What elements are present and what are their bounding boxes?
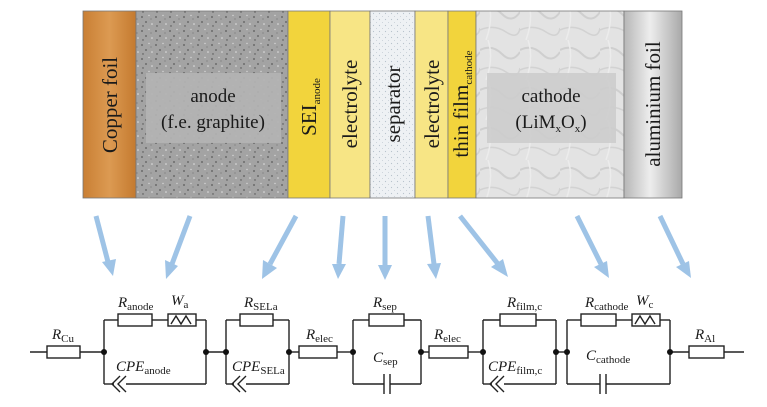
cpe-anode-symbol — [111, 375, 127, 393]
sei-anode-layer — [287, 10, 331, 199]
node-sep-right — [418, 349, 424, 355]
cathode-label: cathode — [521, 86, 580, 107]
resistor-r-elec-2 — [428, 345, 469, 359]
anode-sublabel: (f.e. graphite) — [161, 112, 265, 133]
label-r-sep: Rsep — [372, 295, 397, 313]
resistor-r-sela — [239, 313, 274, 327]
node-sei-right — [286, 349, 292, 355]
electrolyte-left-layer — [329, 10, 371, 199]
copper-foil-layer — [82, 10, 137, 199]
resistor-r-al — [688, 345, 725, 359]
arrow-head-2 — [165, 260, 178, 279]
resistor-r-cu — [46, 345, 81, 359]
label-r-sela: RSELa — [243, 295, 278, 313]
arrow-head-1 — [102, 259, 116, 276]
label-w-c: Wc — [636, 293, 654, 311]
electrolyte-left-label: electrolyte — [338, 60, 362, 149]
label-r-elec-2: Relec — [433, 327, 461, 345]
label-r-cathode: Rcathode — [584, 295, 628, 313]
battery-layer-stack: Copper foil SEIanode electrolyte separat… — [82, 10, 683, 199]
label-cpe-sela: CPESELa — [232, 359, 285, 377]
copper-foil-label: Copper foil — [98, 57, 122, 153]
warburg-w-a — [167, 313, 197, 327]
electrolyte-right-label: electrolyte — [420, 60, 444, 149]
aluminium-foil-layer — [623, 10, 683, 199]
arrow-head-9 — [676, 261, 691, 278]
label-r-elec-1: Relec — [305, 327, 333, 345]
label-cpe-film-c: CPEfilm,c — [488, 359, 542, 377]
resistor-r-sep — [368, 313, 405, 327]
mapping-arrows — [93, 214, 691, 280]
cathode-label-box — [487, 73, 616, 143]
separator-label: separator — [381, 66, 405, 143]
label-cpe-anode: CPEanode — [116, 359, 171, 377]
label-c-sep: Csep — [373, 350, 398, 368]
resistor-r-anode — [117, 313, 153, 327]
resistor-r-cathode — [580, 313, 617, 327]
label-r-film-c: Rfilm,c — [506, 295, 542, 313]
node-anode-right — [203, 349, 209, 355]
label-r-cu: RCu — [51, 327, 75, 345]
node-cathode-left — [564, 349, 570, 355]
thin-film-cathode-label: thin filmcathode — [449, 50, 475, 157]
label-r-al: RAl — [694, 327, 715, 345]
label-r-anode: Ranode — [117, 295, 154, 313]
aluminium-foil-label: aluminium foil — [641, 41, 665, 167]
node-cathode-right — [667, 349, 673, 355]
arrow-head-7 — [491, 259, 508, 277]
arrow-head-4 — [332, 264, 346, 279]
resistor-r-film-c — [499, 313, 537, 327]
anode-label-box — [146, 73, 281, 143]
node-film-right — [553, 349, 559, 355]
warburg-w-c — [631, 313, 661, 327]
resistor-r-elec-1 — [298, 345, 338, 359]
cpe-sela-symbol — [231, 375, 247, 393]
electrolyte-right-layer — [414, 10, 449, 199]
cpe-film-c-symbol — [489, 375, 505, 393]
arrow-head-8 — [594, 261, 609, 278]
label-w-a: Wa — [171, 293, 189, 311]
label-c-cathode: Ccathode — [586, 348, 630, 366]
node-sep-left — [350, 349, 356, 355]
equivalent-circuit: RCu Ranode Wa CPEanode RSELa CPESELa R — [30, 293, 744, 394]
anode-label: anode — [190, 86, 235, 107]
arrow-head-6 — [427, 263, 441, 279]
sei-anode-label: SEIanode — [297, 78, 323, 136]
arrow-head-5 — [378, 265, 392, 280]
thin-film-cathode-layer — [447, 10, 477, 199]
node-anode-left — [101, 349, 107, 355]
cathode-formula: (LiMxOx) — [515, 112, 586, 135]
arrow-head-3 — [262, 260, 277, 279]
separator-layer — [369, 10, 416, 199]
node-sei-left — [223, 349, 229, 355]
node-film-left — [480, 349, 486, 355]
